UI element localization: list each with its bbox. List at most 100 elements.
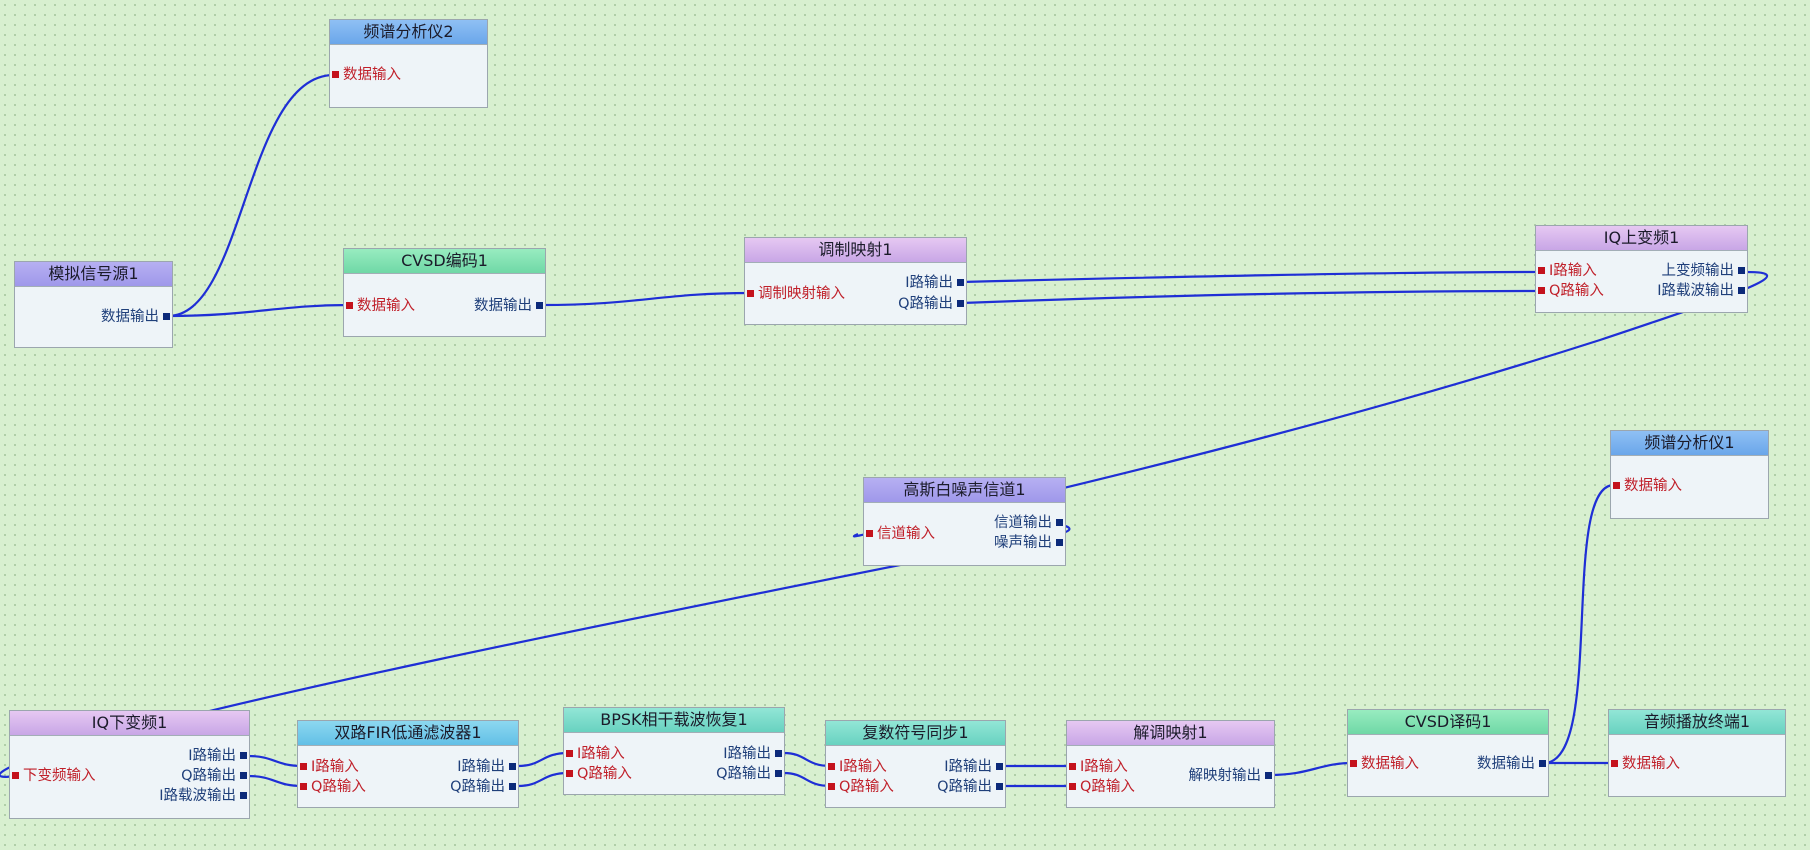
output-port-data[interactable]: 数据输出 <box>101 308 170 326</box>
input-port-handle[interactable] <box>566 750 573 757</box>
wire-iqdown-q-to-fir[interactable] <box>247 774 304 788</box>
node-audio-player[interactable]: 音频播放终端1 数据输入 <box>1608 709 1786 797</box>
output-port-handle[interactable] <box>1539 760 1546 767</box>
node-cvsd-decoder[interactable]: CVSD译码1 数据输入 数据输出 <box>1347 709 1549 797</box>
input-port-handle[interactable] <box>566 770 573 777</box>
input-port-handle[interactable] <box>300 763 307 770</box>
input-port-handle[interactable] <box>1069 763 1076 770</box>
input-port-data[interactable]: 数据输入 <box>332 66 401 84</box>
input-port-q[interactable]: Q路输入 <box>566 765 632 783</box>
input-port-q[interactable]: Q路输入 <box>1538 282 1604 300</box>
wire-fir-q-to-bpsk[interactable] <box>517 771 569 788</box>
input-port-handle[interactable] <box>747 290 754 297</box>
wire-fir-i-to-bpsk[interactable] <box>517 751 569 768</box>
input-port-handle[interactable] <box>828 763 835 770</box>
input-port-handle[interactable] <box>332 71 339 78</box>
output-port-handle[interactable] <box>996 763 1003 770</box>
input-port-handle[interactable] <box>300 783 307 790</box>
output-port-i-carrier[interactable]: I路载波输出 <box>1657 282 1745 300</box>
output-port-demap[interactable]: 解映射输出 <box>1189 767 1272 785</box>
wire-decoder-to-spectrum1[interactable] <box>1543 483 1615 765</box>
output-port-i-carrier[interactable]: I路载波输出 <box>159 787 247 805</box>
wire-encoder-to-modulation[interactable] <box>540 291 751 307</box>
output-port-q[interactable]: Q路输出 <box>181 767 247 785</box>
output-port-data[interactable]: 数据输出 <box>474 297 543 315</box>
input-port-handle[interactable] <box>1538 287 1545 294</box>
wire-source-to-cvsd-encoder[interactable] <box>167 303 350 318</box>
input-port-handle[interactable] <box>866 530 873 537</box>
output-port-channel[interactable]: 信道输出 <box>994 514 1063 532</box>
input-port-i[interactable]: I路输入 <box>1069 758 1128 776</box>
output-port-handle[interactable] <box>240 792 247 799</box>
output-port-handle[interactable] <box>996 783 1003 790</box>
input-port-q[interactable]: Q路输入 <box>828 778 894 796</box>
output-port-i[interactable]: I路输出 <box>944 758 1003 776</box>
wire-mod-q-to-iqup[interactable] <box>961 289 1541 305</box>
node-bpsk-carrier-recovery[interactable]: BPSK相干载波恢复1 I路输入 Q路输入 I路输出 Q路输出 <box>563 707 785 795</box>
output-port-handle[interactable] <box>1056 539 1063 546</box>
output-port-handle[interactable] <box>1056 519 1063 526</box>
wire-bpsk-i-to-sync[interactable] <box>783 751 831 768</box>
input-port-data[interactable]: 数据输入 <box>1350 755 1419 773</box>
input-port-q[interactable]: Q路输入 <box>300 778 366 796</box>
input-port-channel[interactable]: 信道输入 <box>866 525 935 543</box>
output-port-i[interactable]: I路输出 <box>723 745 782 763</box>
input-port-handle[interactable] <box>828 783 835 790</box>
node-dual-fir-lowpass[interactable]: 双路FIR低通滤波器1 I路输入 Q路输入 I路输出 Q路输出 <box>297 720 519 808</box>
output-port-handle[interactable] <box>163 313 170 320</box>
node-awgn-channel[interactable]: 高斯白噪声信道1 信道输入 信道输出 噪声输出 <box>863 477 1066 566</box>
output-port-handle[interactable] <box>1738 267 1745 274</box>
wire-source-to-spectrum2[interactable] <box>167 73 335 318</box>
output-port-i[interactable]: I路输出 <box>905 274 964 292</box>
input-port-downconvert[interactable]: 下变频输入 <box>12 767 96 785</box>
node-spectrum-analyzer-2[interactable]: 频谱分析仪2 数据输入 <box>329 19 488 108</box>
input-port-data[interactable]: 数据输入 <box>346 297 415 315</box>
input-port-i[interactable]: I路输入 <box>300 758 359 776</box>
output-port-handle[interactable] <box>1265 772 1272 779</box>
input-port-handle[interactable] <box>1611 760 1618 767</box>
output-port-noise[interactable]: 噪声输出 <box>994 534 1063 552</box>
output-port-handle[interactable] <box>240 752 247 759</box>
output-port-handle[interactable] <box>509 783 516 790</box>
input-port-data[interactable]: 数据输入 <box>1611 755 1680 773</box>
output-port-handle[interactable] <box>536 302 543 309</box>
input-port-i[interactable]: I路输入 <box>1538 262 1597 280</box>
node-iq-downconverter[interactable]: IQ下变频1 下变频输入 I路输出 Q路输出 I路载波输出 <box>9 710 250 819</box>
input-port-handle[interactable] <box>1069 783 1076 790</box>
output-port-q[interactable]: Q路输出 <box>937 778 1003 796</box>
output-port-handle[interactable] <box>957 279 964 286</box>
node-demodulation-mapper[interactable]: 解调映射1 I路输入 Q路输入 解映射输出 <box>1066 720 1275 808</box>
output-port-handle[interactable] <box>240 772 247 779</box>
output-port-i[interactable]: I路输出 <box>188 747 247 765</box>
input-port-data[interactable]: 数据输入 <box>1613 477 1682 495</box>
input-port-handle[interactable] <box>12 772 19 779</box>
input-port-q[interactable]: Q路输入 <box>1069 778 1135 796</box>
output-port-handle[interactable] <box>509 763 516 770</box>
output-port-handle[interactable] <box>1738 287 1745 294</box>
input-port-i[interactable]: I路输入 <box>828 758 887 776</box>
output-port-data[interactable]: 数据输出 <box>1477 755 1546 773</box>
output-port-upconvert[interactable]: 上变频输出 <box>1662 262 1745 280</box>
node-iq-upconverter[interactable]: IQ上变频1 I路输入 Q路输入 上变频输出 I路载波输出 <box>1535 225 1748 313</box>
input-port-handle[interactable] <box>1538 267 1545 274</box>
output-port-handle[interactable] <box>775 750 782 757</box>
node-spectrum-analyzer-1[interactable]: 频谱分析仪1 数据输入 <box>1610 430 1769 519</box>
wire-demod-to-cvsd-decoder[interactable] <box>1269 761 1353 777</box>
input-port-i[interactable]: I路输入 <box>566 745 625 763</box>
node-complex-symbol-sync[interactable]: 复数符号同步1 I路输入 Q路输入 I路输出 Q路输出 <box>825 720 1006 808</box>
input-port-handle[interactable] <box>1350 760 1357 767</box>
output-port-q[interactable]: Q路输出 <box>450 778 516 796</box>
output-port-q[interactable]: Q路输出 <box>898 295 964 313</box>
output-port-handle[interactable] <box>957 300 964 307</box>
input-port-handle[interactable] <box>1613 482 1620 489</box>
wire-bpsk-q-to-sync[interactable] <box>783 771 831 788</box>
wire-iqdown-i-to-fir[interactable] <box>247 754 304 768</box>
input-port-mod[interactable]: 调制映射输入 <box>747 285 845 303</box>
node-modulation-mapper[interactable]: 调制映射1 调制映射输入 I路输出 Q路输出 <box>744 237 967 325</box>
wire-mod-i-to-iqup[interactable] <box>961 270 1541 284</box>
node-cvsd-encoder[interactable]: CVSD编码1 数据输入 数据输出 <box>343 248 546 337</box>
output-port-handle[interactable] <box>775 770 782 777</box>
output-port-i[interactable]: I路输出 <box>457 758 516 776</box>
node-analog-signal-source[interactable]: 模拟信号源1 数据输出 <box>14 261 173 348</box>
input-port-handle[interactable] <box>346 302 353 309</box>
